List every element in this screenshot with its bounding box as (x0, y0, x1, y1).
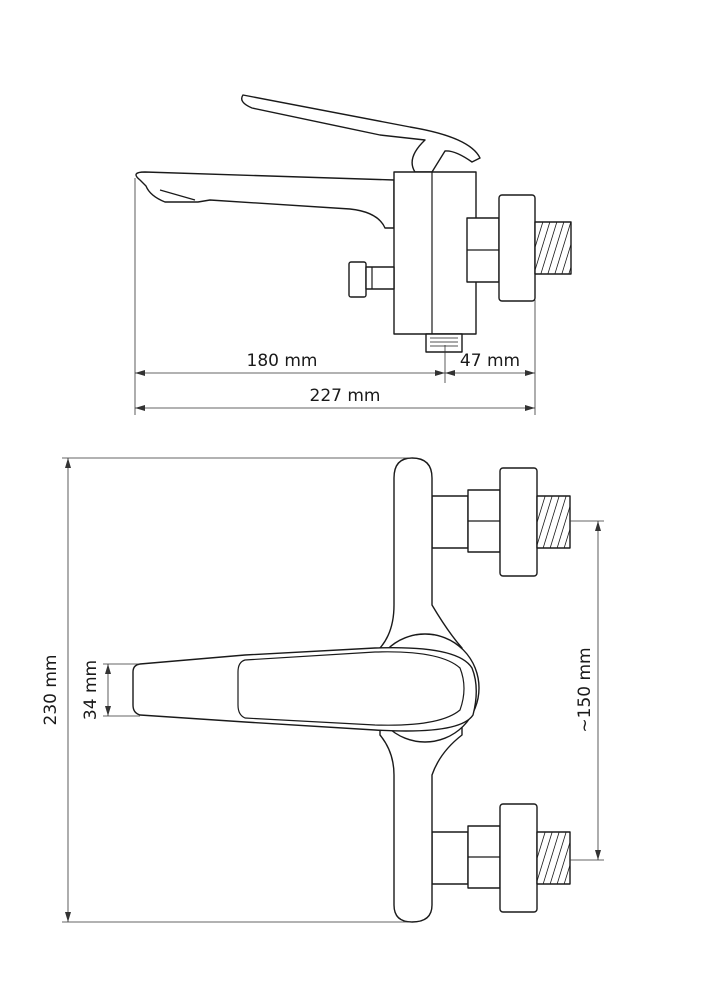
front-view-dimensions: 230 mm 34 mm ~150 mm (41, 457, 604, 923)
diverter-knob (348, 261, 367, 298)
dim-total-height: 230 mm (41, 655, 61, 726)
spout-side (135, 171, 395, 229)
dim-inlet-spacing: ~150 mm (575, 647, 595, 732)
outlet-thread (425, 333, 463, 353)
dim-handle-width: 34 mm (81, 660, 101, 720)
wall-flange-lower (499, 803, 538, 913)
lever-handle-side (240, 94, 481, 173)
side-view-dimensions: 180 mm 47 mm 227 mm (134, 178, 536, 415)
dim-spout-length: 180 mm (247, 351, 318, 371)
side-view (135, 94, 572, 353)
body-side (393, 171, 477, 335)
lever-handle-front (132, 646, 477, 732)
front-view (132, 457, 571, 923)
wall-flange-upper (499, 467, 538, 577)
wall-thread-side (534, 221, 572, 275)
dim-wall-offset: 47 mm (460, 351, 520, 371)
dim-total-depth: 227 mm (310, 386, 381, 406)
inlet-pipe-upper (431, 495, 469, 549)
wall-flange-side (498, 194, 536, 302)
inlet-pipe-lower (431, 831, 469, 885)
